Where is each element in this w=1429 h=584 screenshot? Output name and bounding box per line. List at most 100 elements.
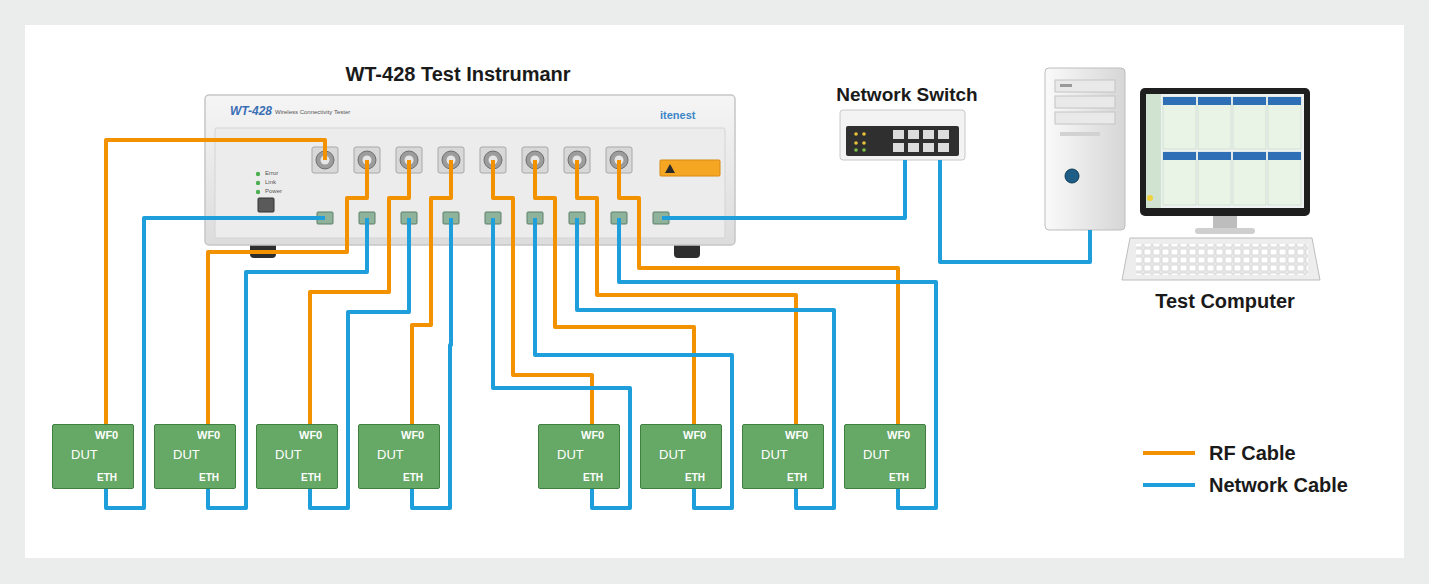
screen-tiles xyxy=(1147,97,1301,205)
computer-title: Test Computer xyxy=(1155,290,1295,313)
screen-tile xyxy=(1268,97,1301,149)
rf-cable xyxy=(412,160,451,424)
dut-box: WF0DUT ETH xyxy=(538,424,620,489)
network-cable xyxy=(662,160,905,218)
monitor-base xyxy=(1195,228,1255,234)
drive-bay xyxy=(1055,96,1115,108)
switch-port xyxy=(908,143,919,152)
port-label: ETH xyxy=(685,472,705,484)
device-label: DUT xyxy=(275,448,302,463)
switch-light xyxy=(854,141,858,145)
power-button xyxy=(1065,169,1079,183)
screen-tile-header xyxy=(1163,152,1196,160)
dut-box: WF0DUTETH xyxy=(256,424,338,489)
legend-item: RF Cable xyxy=(1143,437,1348,469)
screen-tile xyxy=(1198,152,1231,205)
rf-cable xyxy=(106,140,325,424)
screen-tile-header xyxy=(1163,97,1196,105)
device-label: DUT xyxy=(761,448,788,463)
switch-front xyxy=(846,126,959,156)
switch-body xyxy=(840,110,965,160)
screen-tile-header xyxy=(1198,97,1231,105)
screen-tile xyxy=(1233,97,1266,149)
monitor-bezel xyxy=(1140,88,1310,216)
network-cable xyxy=(619,218,936,508)
drive-slot xyxy=(1060,132,1100,136)
screen-tile xyxy=(1163,97,1196,149)
drive-slot xyxy=(1060,84,1072,87)
led xyxy=(256,190,260,194)
device-label: DUT xyxy=(71,448,98,463)
led-label: Error xyxy=(265,170,278,177)
test-instrument: WT-428 Test InstrumanrWT-428Wireless Con… xyxy=(205,95,735,245)
screen-tile-header xyxy=(1198,152,1231,160)
monitor-stand xyxy=(1213,214,1237,230)
power-button xyxy=(258,198,274,212)
dut-box: WF0DUT ETH xyxy=(742,424,824,489)
switch-light xyxy=(862,141,866,145)
switch-light xyxy=(862,148,866,152)
subtitle-label: Wireless Connectivity Tester xyxy=(275,109,350,116)
legend-text: RF Cable xyxy=(1209,442,1296,465)
drive-bay xyxy=(1055,112,1115,124)
rf-cable xyxy=(577,160,796,424)
screen-icon xyxy=(1147,195,1153,201)
rf-ports xyxy=(312,147,632,173)
screen-tile xyxy=(1198,97,1231,149)
port-label: WF0 xyxy=(299,429,322,442)
port-label: ETH xyxy=(889,472,909,484)
switch-port xyxy=(908,130,919,139)
switch-port xyxy=(923,143,934,152)
screen-tile-header xyxy=(1268,97,1301,105)
drive-bay xyxy=(1055,80,1115,92)
led xyxy=(256,172,260,176)
screen-sidebar xyxy=(1146,94,1161,208)
screen-tile-header xyxy=(1233,152,1266,160)
network-cable xyxy=(535,218,732,508)
keyboard xyxy=(1122,238,1320,280)
led xyxy=(256,181,260,185)
dut-box: WF0DUT ETH xyxy=(640,424,722,489)
legend-text: Network Cable xyxy=(1209,474,1348,497)
switch-light xyxy=(854,132,858,136)
port-label: WF0 xyxy=(683,429,706,442)
warning-sticker xyxy=(660,160,720,176)
switch-port xyxy=(938,143,949,152)
monitor-screen xyxy=(1146,94,1304,208)
port-label: ETH xyxy=(787,472,807,484)
screen-tile-header xyxy=(1268,152,1301,160)
legend-line xyxy=(1143,483,1195,487)
legend-swatch xyxy=(1143,450,1195,456)
switch-light xyxy=(862,132,866,136)
legend-line xyxy=(1143,451,1195,455)
port-label: WF0 xyxy=(581,429,604,442)
switch-port xyxy=(893,130,904,139)
instrument-title: WT-428 Test Instrumanr xyxy=(345,63,570,86)
warning-symbol xyxy=(665,164,675,173)
device-label: DUT xyxy=(659,448,686,463)
port-label: WF0 xyxy=(785,429,808,442)
dut-box: WF0DUTETH xyxy=(844,424,926,489)
network-cable xyxy=(493,218,630,508)
legend: RF CableNetwork Cable xyxy=(1143,437,1348,501)
screen-tile xyxy=(1233,152,1266,205)
switch-light xyxy=(854,148,858,152)
device-label: DUT xyxy=(557,448,584,463)
port-label: ETH xyxy=(583,472,603,484)
switch-title: Network Switch xyxy=(836,84,977,106)
screen-tile-header xyxy=(1233,97,1266,105)
port-label: WF0 xyxy=(197,429,220,442)
rf-cable xyxy=(310,160,409,424)
switch-port xyxy=(923,130,934,139)
led-label: Power xyxy=(265,188,282,195)
led-label: Link xyxy=(265,179,276,186)
port-label: ETH xyxy=(97,472,117,484)
keyboard-keys xyxy=(1136,244,1308,275)
legend-item: Network Cable xyxy=(1143,469,1348,501)
canvas-panel xyxy=(25,25,1404,558)
rf-cable xyxy=(619,160,898,424)
rf-cable xyxy=(535,160,694,424)
port-label: ETH xyxy=(199,472,219,484)
network-cable xyxy=(940,160,1090,262)
